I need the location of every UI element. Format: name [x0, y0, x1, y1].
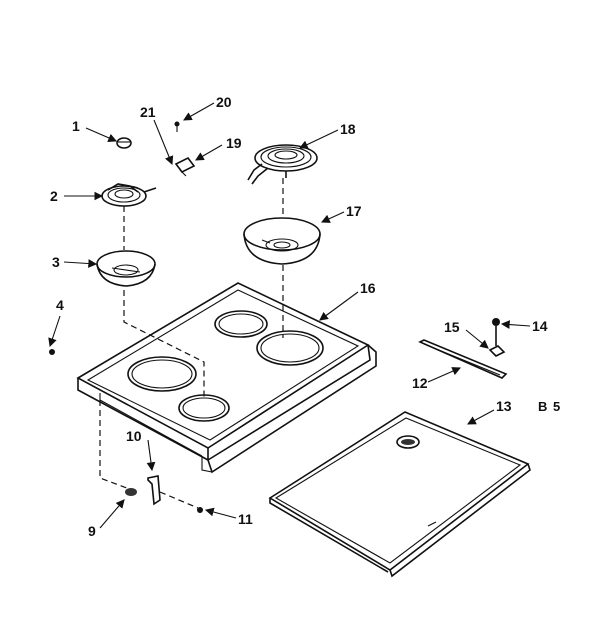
callout-10: 10 [126, 428, 142, 444]
part-4-screw [49, 349, 55, 355]
part-1-cap [116, 137, 132, 149]
part-10-bracket [147, 475, 161, 506]
part-18-large-element [247, 144, 318, 185]
callout-13: 13 [496, 398, 512, 414]
part-3-small-drip-bowl [96, 250, 156, 287]
callout-2: 2 [50, 188, 58, 204]
part-15-clip [488, 345, 506, 357]
callout-15: 15 [444, 319, 460, 335]
callout-3: 3 [52, 254, 60, 270]
part-20-screw [174, 121, 180, 132]
part-11-screw [197, 507, 203, 513]
callout-11: 11 [238, 511, 253, 527]
callout-19: 19 [226, 135, 242, 151]
callout-12: 12 [412, 375, 428, 391]
callout-1: 1 [72, 118, 80, 134]
part-13-bottom-panel [268, 411, 531, 578]
part-14-screw [492, 318, 500, 346]
burner-opening-rear-left [214, 310, 268, 338]
leader-lines [48, 102, 531, 529]
callout-21: 21 [140, 104, 156, 120]
callout-9: 9 [88, 523, 96, 539]
callout-14: 14 [532, 318, 548, 334]
page-tag: B 5 [538, 399, 561, 414]
burner-opening-rear-right [256, 330, 324, 366]
callout-18: 18 [340, 121, 356, 137]
callout-numbers: 1 2 3 4 9 10 11 12 13 14 15 16 17 18 19 … [50, 94, 548, 539]
callout-4: 4 [56, 297, 64, 313]
callout-16: 16 [360, 280, 376, 296]
part-9-clip [125, 488, 137, 496]
part-2-small-element [101, 183, 157, 207]
alignment-lines [99, 178, 284, 509]
burner-opening-front-right [178, 394, 230, 422]
part-17-large-drip-bowl [243, 217, 321, 265]
callout-20: 20 [216, 94, 232, 110]
part-12-hinge-strip [418, 339, 508, 379]
callout-17: 17 [346, 203, 362, 219]
burner-opening-front-left [127, 356, 197, 392]
cooktop-main-top [76, 282, 377, 474]
part-19-receptacle [174, 156, 196, 177]
